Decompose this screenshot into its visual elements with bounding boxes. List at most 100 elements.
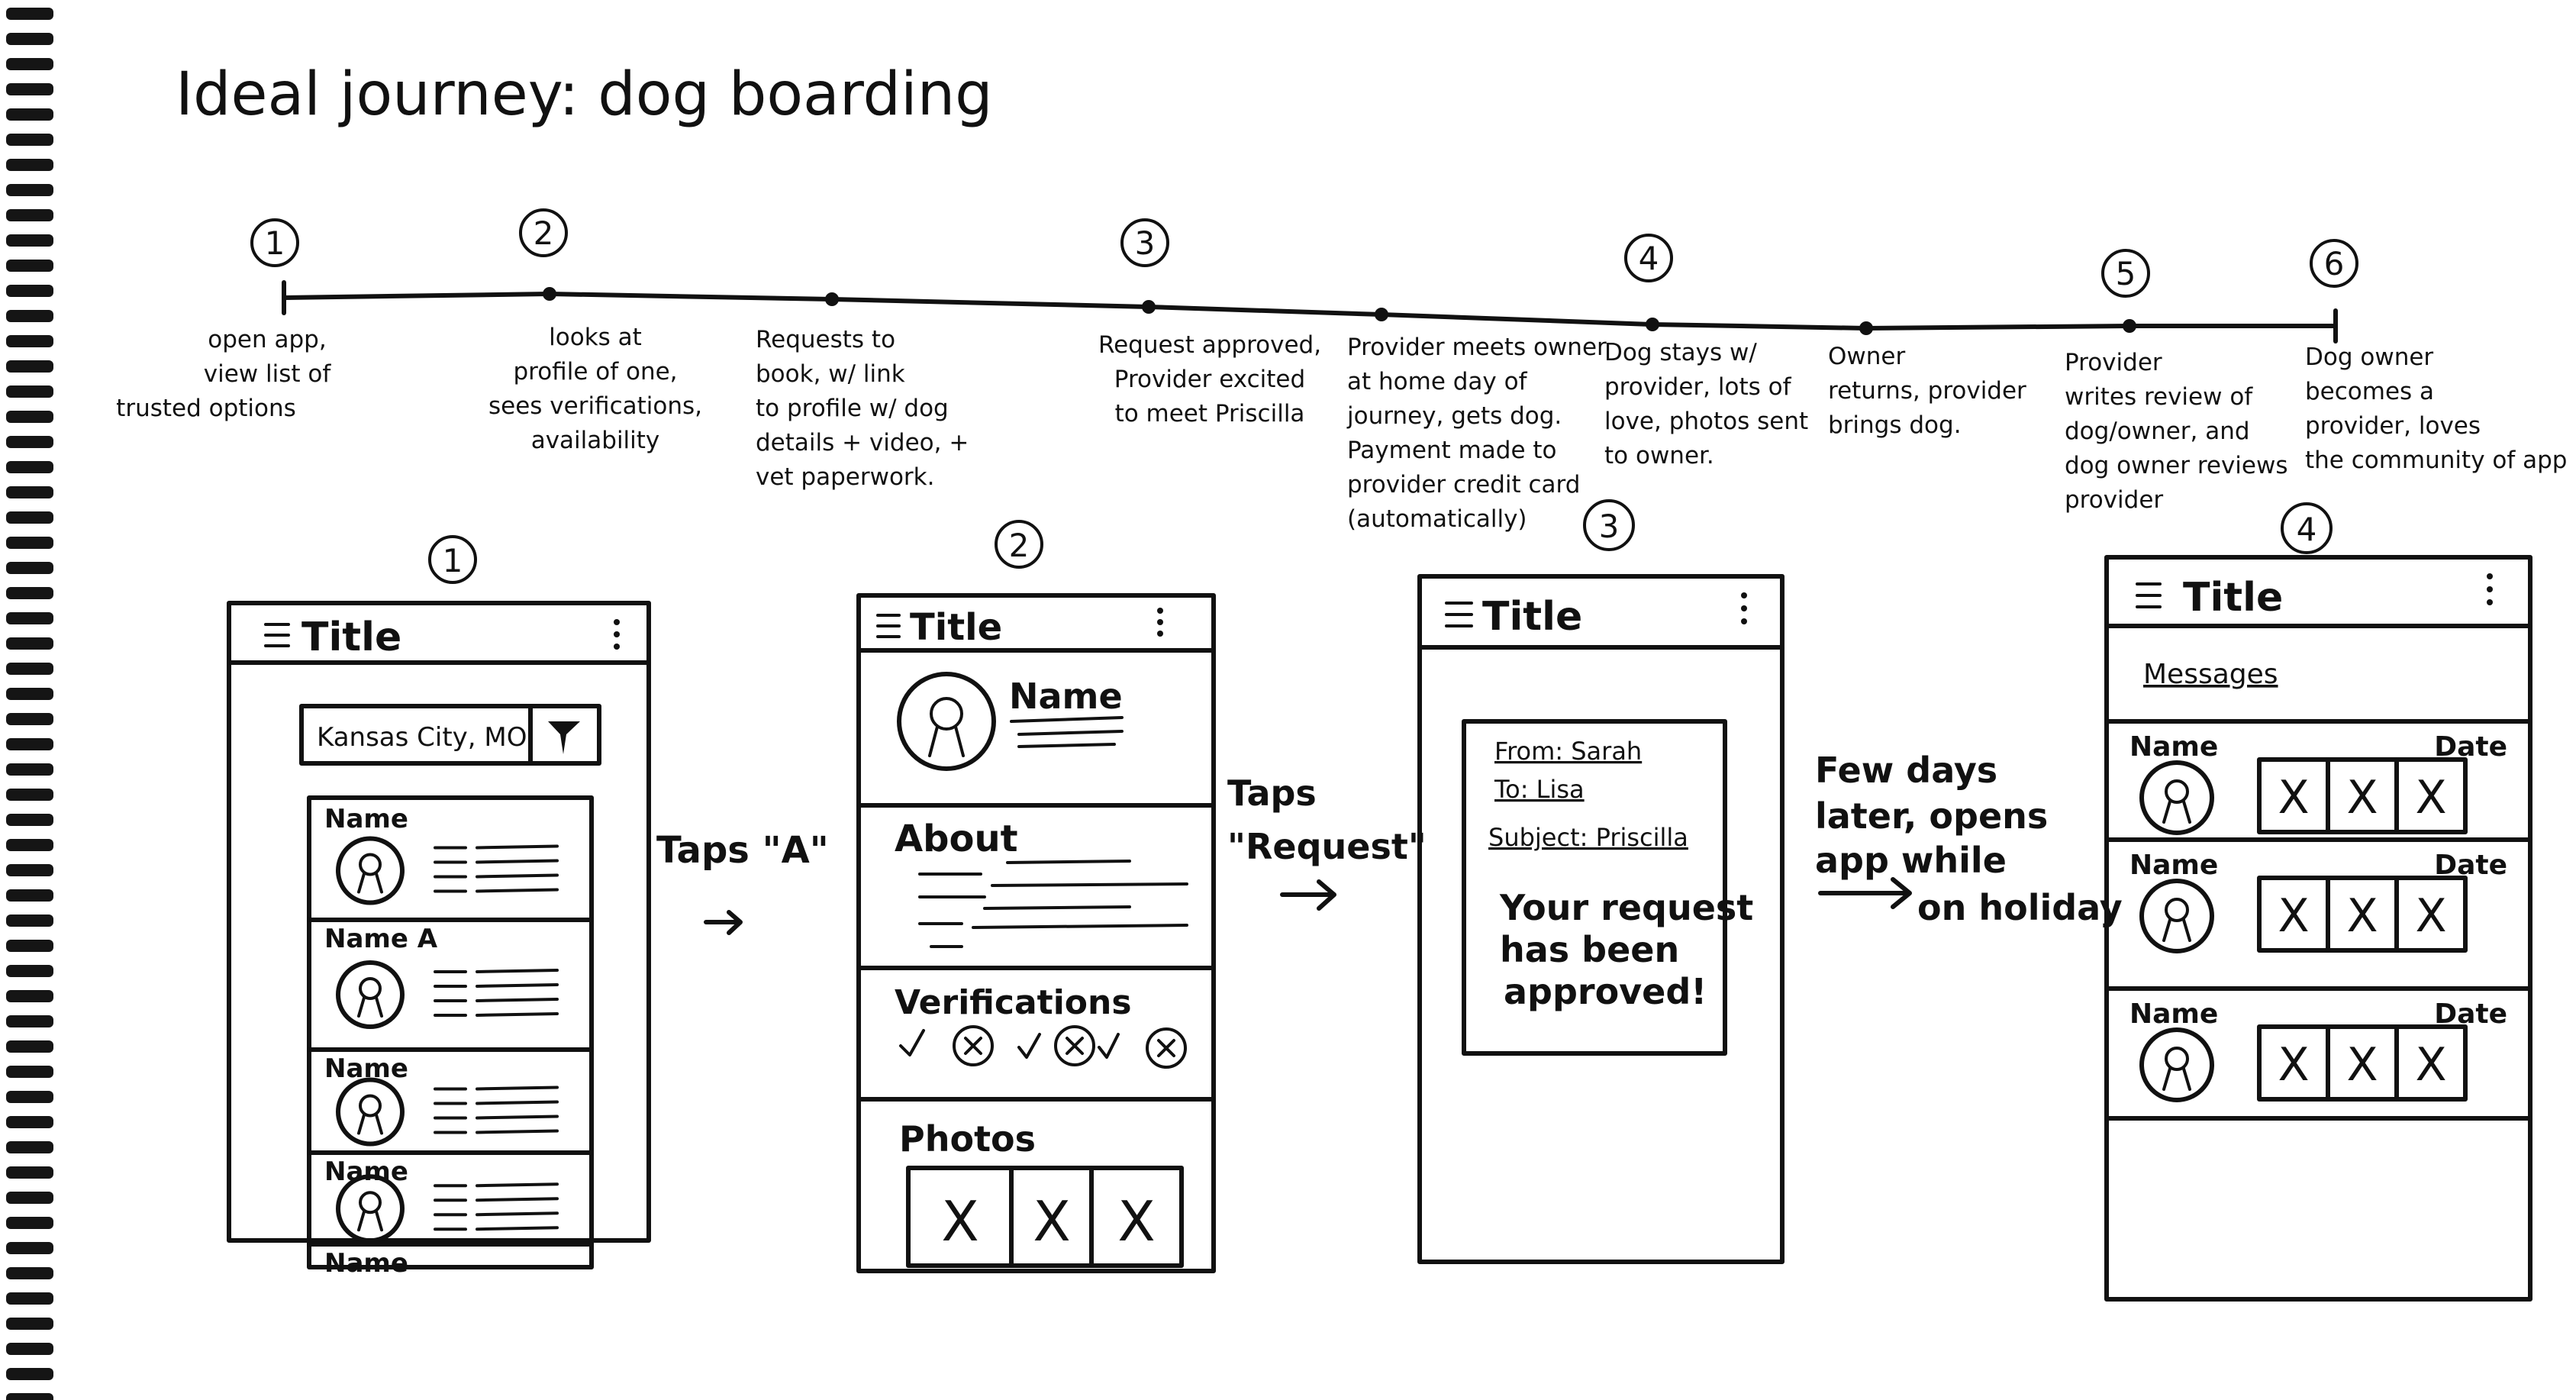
spiral-ring: [6, 58, 53, 70]
step-number-circle: [250, 218, 299, 267]
spiral-ring: [6, 411, 53, 423]
phone-frame: [856, 593, 1216, 1273]
list-item[interactable]: Name: [307, 1047, 594, 1147]
transition-3-label: on holiday: [1917, 887, 2123, 928]
timeline-point: [543, 287, 556, 301]
step-number: 6: [2324, 245, 2345, 282]
list-item-name: Name: [324, 1156, 408, 1187]
photo-placeholder: X: [1117, 1189, 1155, 1253]
hamburger-icon[interactable]: [264, 623, 290, 647]
arrow-icon: [1818, 877, 1912, 909]
spiral-ring: [6, 335, 53, 347]
spiral-ring: [6, 562, 53, 574]
list-item-text-lines: [434, 1182, 559, 1231]
avatar: [336, 1077, 405, 1147]
avatar: [336, 960, 405, 1029]
filter-icon[interactable]: [548, 721, 580, 754]
screen-3-sketch: 3 Title From: Sarah To: Lisa Subject: Pr…: [1417, 499, 1785, 1264]
step-description-line: Request approved,: [1098, 331, 1321, 359]
step-description-line: view list of: [204, 360, 332, 388]
about-text-lines: [918, 860, 1188, 948]
step-description-line: provider, lots of: [1604, 373, 1792, 401]
overflow-menu-icon[interactable]: [614, 619, 620, 650]
timeline-point: [1375, 308, 1388, 321]
profile-text-lines: [1010, 716, 1124, 748]
spiral-ring: [6, 159, 53, 171]
spiral-ring: [6, 1141, 53, 1153]
step-description-line: at home day of: [1347, 368, 1528, 395]
attachment-placeholder: X: [2278, 889, 2309, 943]
timeline-point: [825, 292, 839, 306]
spiral-ring: [6, 915, 53, 927]
overflow-menu-icon[interactable]: [1741, 592, 1747, 624]
transition-3-label: later, opens: [1815, 795, 2048, 837]
transition-1: Taps "A": [656, 829, 829, 935]
screen-number-circle: [428, 535, 477, 584]
step-description-line: trusted options: [116, 395, 296, 422]
step-description-line: becomes a: [2305, 378, 2434, 405]
spiral-ring: [6, 33, 53, 45]
spiral-ring: [6, 1040, 53, 1053]
step-description-line: provider credit card: [1347, 471, 1580, 498]
step-description-line: writes review of: [2065, 383, 2253, 411]
attachment-placeholder: X: [2415, 1038, 2446, 1092]
hamburger-icon[interactable]: [2136, 582, 2162, 608]
spiral-ring: [6, 789, 53, 801]
hamburger-icon[interactable]: [876, 614, 901, 638]
step-description-line: book, w/ link: [756, 360, 905, 388]
step-description-line: to profile w/ dog: [756, 395, 949, 422]
list-item-text-lines: [434, 969, 559, 1017]
notification-card: [1462, 719, 1727, 1056]
email-body-line: approved!: [1504, 971, 1707, 1012]
step-description-line: looks at: [549, 324, 642, 351]
list-item[interactable]: Name A: [307, 918, 594, 1029]
about-heading: About: [895, 818, 1018, 860]
step-description-line: Provider excited: [1114, 366, 1305, 393]
spiral-ring: [6, 184, 53, 196]
spiral-ring: [6, 839, 53, 851]
spiral-ring: [6, 310, 53, 322]
step-description-line: Provider: [2065, 349, 2162, 376]
spiral-ring: [6, 1091, 53, 1103]
step-description-line: vet paperwork.: [756, 463, 934, 491]
list-item[interactable]: Name: [307, 1150, 594, 1244]
location-search-text: Kansas City, MO: [317, 722, 527, 753]
photo-placeholder: X: [941, 1189, 978, 1253]
spiral-ring: [6, 688, 53, 700]
list-item[interactable]: Name: [324, 804, 559, 905]
spiral-ring: [6, 1393, 53, 1400]
step-number-circle: [2310, 239, 2358, 288]
email-body-line: Your request: [1499, 887, 1753, 928]
spiral-ring: [6, 940, 53, 952]
spiral-ring: [6, 260, 53, 272]
overflow-menu-icon[interactable]: [2487, 573, 2493, 605]
screen-number: 1: [443, 542, 463, 579]
spiral-ring: [6, 83, 53, 95]
spiral-ring: [6, 1318, 53, 1330]
spiral-ring: [6, 1292, 53, 1305]
location-search-field[interactable]: [299, 704, 601, 766]
step-description-line: dog owner reviews: [2065, 452, 2288, 479]
step-number-circle: [2101, 249, 2150, 298]
spiral-ring: [6, 663, 53, 675]
email-to: To: Lisa: [1494, 775, 1585, 804]
photo-grid: X X X: [906, 1166, 1184, 1268]
spiral-ring: [6, 713, 53, 725]
step-description-line: provider, loves: [2305, 412, 2481, 440]
step-description-line: sees verifications,: [488, 392, 702, 420]
overflow-menu-icon[interactable]: [1157, 608, 1163, 637]
avatar: [897, 672, 996, 771]
app-bar-title: Title: [2183, 575, 2283, 621]
timeline-point: [1142, 300, 1156, 314]
spiral-ring: [6, 537, 53, 549]
spiral-ring: [6, 763, 53, 776]
list-item[interactable]: Name: [307, 1242, 594, 1279]
verifications-heading: Verifications: [895, 983, 1132, 1022]
hamburger-icon[interactable]: [1445, 602, 1473, 627]
